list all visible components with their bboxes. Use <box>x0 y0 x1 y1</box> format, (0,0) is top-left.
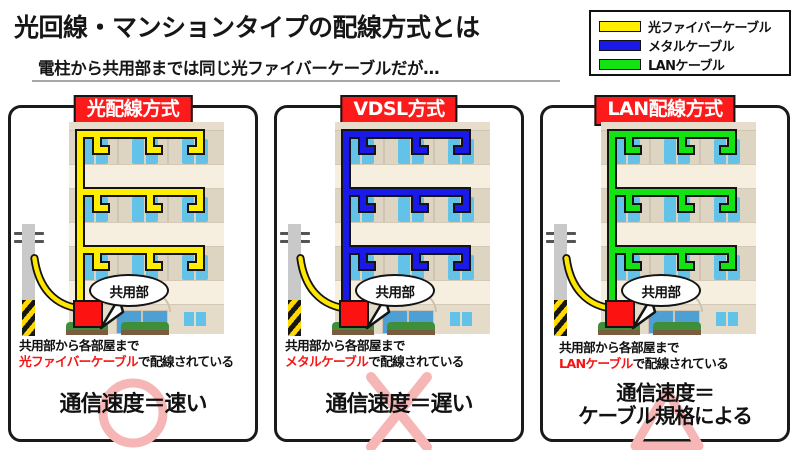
wall-divider <box>383 249 385 281</box>
bush-right <box>653 322 701 335</box>
legend-item-fiber: 光ファイバーケーブル <box>599 17 789 36</box>
shared-equipment-box <box>73 300 103 328</box>
shared-area-label: 共用部 <box>375 284 416 301</box>
legend-swatch-lan <box>599 58 641 70</box>
wall-divider <box>117 133 119 165</box>
building-riser-cable <box>341 129 471 317</box>
desc-highlight-1: 光ファイバーケーブル <box>19 353 139 369</box>
cable-legend: 光ファイバーケーブル メタルケーブル LANケーブル <box>589 10 791 76</box>
wall-divider <box>433 249 435 281</box>
wall-divider <box>383 191 385 223</box>
page-title: 光回線・マンションタイプの配線方式とは <box>14 13 480 42</box>
panel-verdict-1: 通信速度＝速い <box>11 378 255 448</box>
pole-hazard-stripes <box>554 300 567 336</box>
wall-divider <box>649 133 651 165</box>
floor-band <box>601 164 756 189</box>
shared-equipment-box <box>605 300 635 328</box>
floor-band <box>69 164 224 189</box>
desc-highlight-2: メタルケーブル <box>285 353 369 369</box>
wall-divider <box>167 133 169 165</box>
ground-floor-window <box>716 312 738 326</box>
desc-pre-2: 共用部から各部屋まで <box>285 338 406 353</box>
page-subtitle: 電柱から共用部までは同じ光ファイバーケーブルだが… <box>38 59 440 78</box>
wall-divider <box>699 133 701 165</box>
building-scene-2: 共用部 <box>277 122 521 336</box>
panel-lan-haisen: LAN配線方式 <box>540 95 790 450</box>
building-scene-3: 共用部 <box>543 122 787 336</box>
panel-verdict-3: 通信速度＝ ケーブル規格による <box>543 381 787 450</box>
wall-divider <box>433 133 435 165</box>
wall-divider <box>433 191 435 223</box>
desc-post-2: で配線されている <box>368 353 464 369</box>
desc-post-1: で配線されている <box>137 353 234 369</box>
shared-equipment-box <box>339 300 369 328</box>
verdict-line2-3: ケーブル規格による <box>578 403 753 428</box>
bush-right <box>121 322 169 335</box>
wall-divider <box>383 133 385 165</box>
verdict-line1-2: 通信速度＝遅い <box>325 392 473 417</box>
wall-divider <box>649 191 651 223</box>
wall-divider <box>649 249 651 281</box>
wall-divider <box>167 191 169 223</box>
pole-hazard-stripes <box>288 300 301 336</box>
shared-area-callout: 共用部 <box>89 274 169 307</box>
subtitle-divider <box>32 80 560 82</box>
panel-description-3: 共用部から各部屋まで LANケーブルで配線されている <box>559 340 787 372</box>
ground-floor-window <box>450 312 472 326</box>
legend-label-metal: メタルケーブル <box>648 39 735 55</box>
shared-area-callout: 共用部 <box>621 274 701 307</box>
wall-divider <box>699 191 701 223</box>
shared-area-label: 共用部 <box>109 284 150 301</box>
wall-divider <box>117 191 119 223</box>
legend-item-metal: メタルケーブル <box>599 36 789 55</box>
pole-hazard-stripes <box>22 300 35 336</box>
legend-label-lan: LANケーブル <box>648 58 725 74</box>
ground-floor-window <box>184 312 206 326</box>
legend-item-lan: LANケーブル <box>599 55 789 74</box>
panel-vdsl: VDSL方式 <box>274 95 524 450</box>
verdict-line1-1: 通信速度＝速い <box>59 392 207 417</box>
desc-pre-3: 共用部から各部屋まで <box>559 340 680 355</box>
shared-area-label: 共用部 <box>641 284 682 301</box>
legend-label-fiber: 光ファイバーケーブル <box>648 20 772 36</box>
building-riser-cable <box>75 129 205 317</box>
desc-highlight-3: LANケーブル <box>559 355 633 371</box>
panel-description-2: 共用部から各部屋まで メタルケーブルで配線されている <box>285 338 521 370</box>
desc-post-3: で配線されている <box>632 355 729 371</box>
panel-badge-1: 光配線方式 <box>73 95 193 126</box>
wall-divider <box>117 249 119 281</box>
desc-pre-1: 共用部から各部屋まで <box>19 338 140 353</box>
panel-description-1: 共用部から各部屋まで 光ファイバーケーブルで配線されている <box>19 338 255 370</box>
legend-swatch-metal <box>599 39 641 51</box>
bush-right <box>387 322 435 335</box>
legend-swatch-fiber <box>599 20 641 32</box>
shared-area-callout: 共用部 <box>355 274 435 307</box>
wall-divider <box>167 249 169 281</box>
building-scene-1: 共用部 <box>11 122 255 336</box>
building-riser-cable <box>607 129 737 317</box>
panel-hikari-haisen: 光配線方式 <box>8 95 258 448</box>
verdict-line1-3: 通信速度＝ <box>616 381 715 405</box>
wall-divider <box>699 249 701 281</box>
panel-verdict-2: 通信速度＝遅い <box>277 372 521 450</box>
